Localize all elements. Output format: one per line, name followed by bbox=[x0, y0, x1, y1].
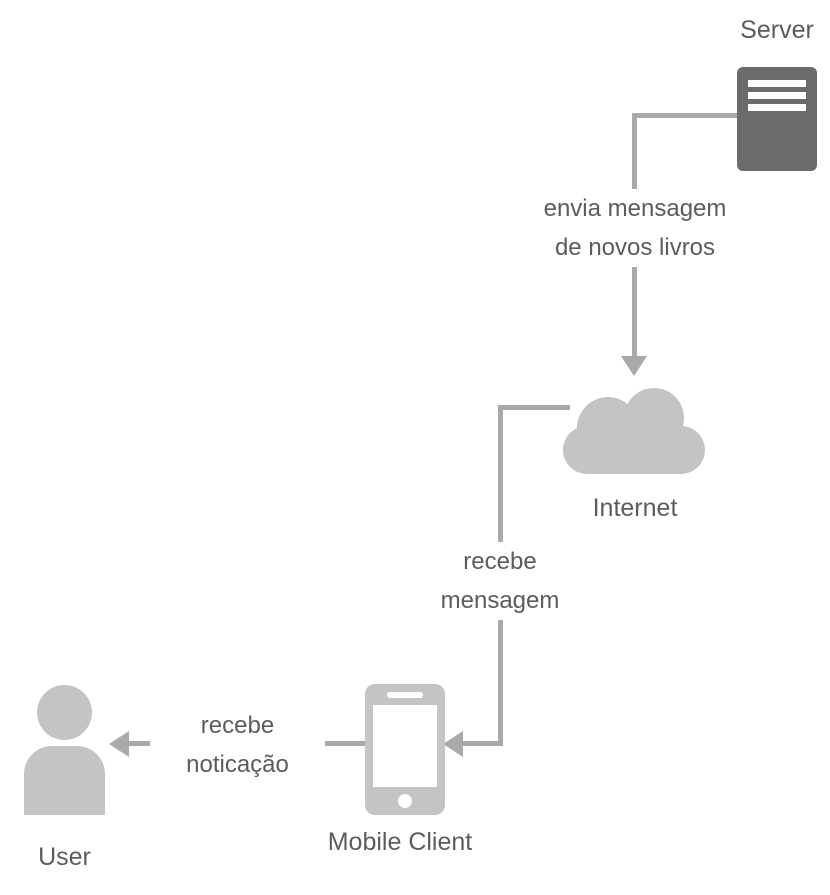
edge-label-mobile-user: recebe noticação bbox=[150, 706, 325, 784]
arrow-left-icon bbox=[109, 731, 129, 757]
server-label: Server bbox=[740, 16, 814, 44]
edge-label-line: recebe bbox=[200, 712, 275, 739]
smartphone-icon bbox=[365, 684, 445, 815]
phone-speaker bbox=[387, 692, 423, 698]
internet-mobile-line-horizontal-top bbox=[498, 405, 570, 410]
edge-label-internet-mobile: recebe mensagem bbox=[410, 542, 590, 620]
server-slot bbox=[748, 92, 806, 99]
person-body bbox=[24, 746, 105, 815]
phone-home-button bbox=[398, 794, 412, 808]
arrow-left-icon bbox=[443, 731, 463, 757]
edge-label-line: de novos livros bbox=[554, 234, 716, 261]
edge-label-line: recebe bbox=[463, 548, 537, 575]
server-internet-line-horizontal bbox=[634, 113, 737, 118]
person-icon bbox=[24, 685, 105, 815]
edge-label-line: noticação bbox=[186, 751, 289, 778]
internet-mobile-line-horizontal-bottom bbox=[460, 741, 503, 746]
cloud-base bbox=[563, 426, 705, 474]
internet-label: Internet bbox=[592, 494, 678, 522]
server-slot bbox=[748, 104, 806, 111]
arrow-down-icon bbox=[621, 356, 647, 376]
internet-cloud-icon bbox=[563, 388, 705, 474]
mobile-client-label: Mobile Client bbox=[327, 828, 473, 856]
person-head bbox=[37, 685, 92, 740]
server-icon bbox=[737, 67, 817, 171]
phone-screen bbox=[373, 705, 437, 787]
edge-label-line: mensagem bbox=[440, 587, 560, 614]
edge-label-server-internet: envia mensagem de novos livros bbox=[495, 189, 775, 267]
server-slot bbox=[748, 80, 806, 87]
edge-label-line: envia mensagem bbox=[543, 195, 727, 222]
user-label: User bbox=[38, 843, 91, 871]
